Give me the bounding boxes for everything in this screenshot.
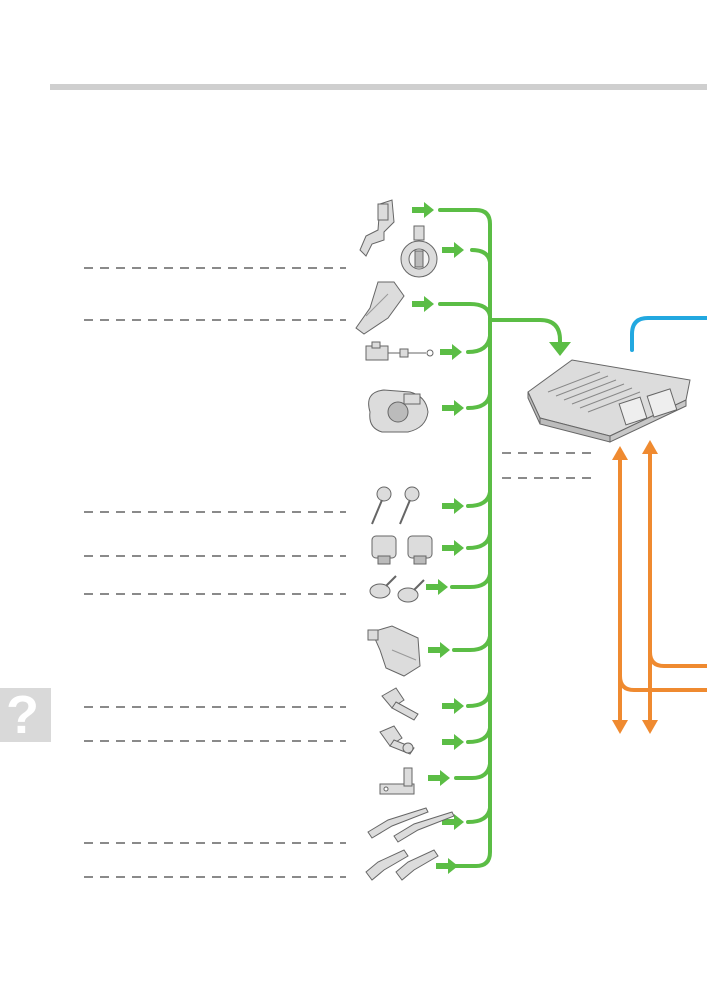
output-arrow-down — [612, 720, 628, 734]
input-arrows — [412, 202, 464, 874]
input-arrow — [442, 734, 464, 750]
sensor-7-icon — [371, 535, 433, 565]
question-icon: ? — [6, 685, 39, 745]
input-arrow — [442, 698, 464, 714]
sensor-4-icon — [365, 341, 434, 361]
sensor-13-icon — [367, 807, 455, 843]
input-arrow — [412, 296, 434, 312]
input-arrow — [428, 770, 450, 786]
sensor-2-icon — [400, 225, 438, 278]
leader-lines-middle — [502, 452, 598, 479]
engine-control-unit-icon — [527, 359, 691, 443]
sensor-9-icon — [367, 625, 421, 677]
input-arrow — [442, 540, 464, 556]
sensor-8-icon — [369, 575, 425, 603]
input-arrow — [428, 642, 450, 658]
header-rule — [50, 84, 707, 90]
output-arrow-up — [612, 446, 628, 460]
output-arrow-up — [642, 440, 658, 454]
sensor-10-icon — [381, 687, 419, 721]
input-bus — [438, 208, 562, 868]
sensor-12-icon — [379, 767, 415, 795]
input-arrow — [426, 579, 448, 595]
sensors — [355, 199, 455, 881]
sensor-1-icon — [359, 199, 395, 257]
output-bus — [618, 452, 707, 722]
input-arrow — [442, 498, 464, 514]
input-arrow — [442, 400, 464, 416]
sensor-11-icon — [379, 725, 415, 755]
leader-lines-left — [84, 267, 346, 878]
sensor-6-icon — [371, 486, 420, 525]
input-arrow — [436, 858, 458, 874]
sensor-3-icon — [355, 281, 405, 335]
help-badge: ? — [0, 685, 51, 745]
input-arrow — [442, 814, 464, 830]
input-arrow — [440, 344, 462, 360]
sensor-5-icon — [368, 389, 429, 433]
input-arrow — [442, 242, 464, 258]
input-arrowhead — [549, 342, 571, 356]
output-arrowheads — [612, 440, 658, 734]
output-arrow-down — [642, 720, 658, 734]
input-arrow — [412, 202, 434, 218]
sensor-14-icon — [365, 849, 439, 881]
power-line — [630, 316, 707, 352]
